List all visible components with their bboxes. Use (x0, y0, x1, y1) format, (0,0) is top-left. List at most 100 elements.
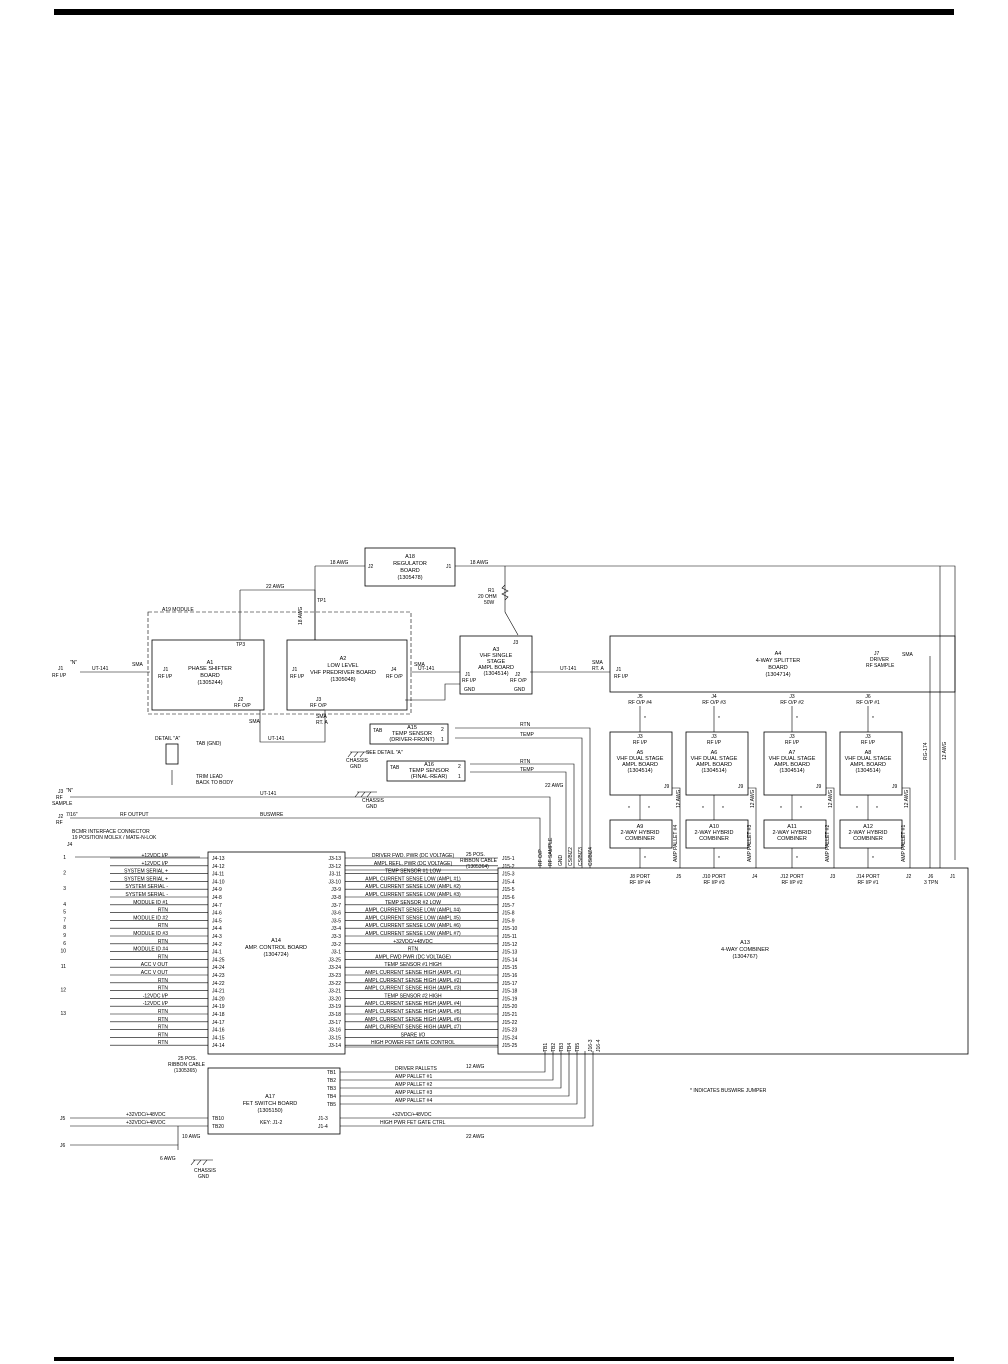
a3-j2sub: RF O/P (510, 678, 527, 684)
bcmr-signal: RTN (158, 1009, 169, 1015)
bcmr-pin-number: 4 (63, 902, 66, 908)
bcmr-pin-number: 13 (60, 1011, 66, 1017)
a14-right-pin: J3-25 (328, 957, 341, 963)
a3-gnd1: GND (464, 687, 476, 693)
hybrid-line1: 2-WAY HYBRID (848, 830, 887, 836)
amp-j9: J9 (892, 784, 898, 790)
j15-pin: J15-8 (502, 911, 515, 917)
j15-pin: J15-23 (502, 1028, 518, 1034)
a2-line1: LOW LEVEL (327, 663, 358, 669)
a14-left-pin: J4-1 (212, 950, 222, 956)
a13-top-connector: CS/BIZ4 (588, 847, 594, 866)
bcmr-signal: RTN (158, 954, 169, 960)
hybrid-line1: 2-WAY HYBRID (772, 830, 811, 836)
a2-line2: VHF PREDRIVER BOARD (310, 670, 376, 676)
a1-j2: J2 (238, 697, 244, 703)
see-detail: SEE DETAIL "A" (366, 750, 403, 756)
hybrid-name: A10 (709, 824, 719, 830)
a3-j3: J3 (513, 640, 519, 646)
a13-top-connector: CS/BIZ2 (568, 847, 574, 866)
a14-left-pin: J4-5 (212, 918, 222, 924)
ctrl-signal: AMPL CURRENT SENSE HIGH (AMPL #1) (365, 970, 462, 976)
j15-pin: J15-2 (502, 864, 515, 870)
a4-pn: (1304714) (765, 672, 790, 678)
input-j1sub: RF I/P (52, 673, 67, 679)
bcmr-signal: MODULE ID #2 (133, 915, 168, 921)
a14-right-pin: J3-23 (328, 973, 341, 979)
cable-sma-e: SMA (592, 660, 604, 666)
input-j1: J1 (58, 666, 64, 672)
combiner-port-sub: RF I/P #3 (703, 880, 724, 886)
a14-left-pin: J4-11 (212, 872, 224, 878)
a2-predriver-box (286, 639, 408, 711)
a14-right-pin: J3-5 (331, 918, 341, 924)
a15-temp: TEMP (520, 732, 535, 738)
a15-name: A15 (407, 725, 417, 731)
ctrl-signal: AMPL CURRENT SENSE LOW (AMPL #4) (365, 908, 461, 914)
ribbon2-pn: (1305364) (466, 864, 489, 870)
a17-pallet: AMP PALLET #4 (395, 1098, 432, 1104)
buswire-note: * INDICATES BUSWIRE JUMPER (690, 1088, 767, 1094)
j15-pin: J15-6 (502, 895, 515, 901)
j15-pin: J15-9 (502, 918, 515, 924)
buswire-star: * (722, 806, 724, 812)
a14-right-pin: J3-11 (329, 872, 341, 878)
left-j2sub1: RF (56, 820, 63, 826)
boxes (147, 547, 969, 1135)
chassis-gnd-3b: GND (198, 1174, 210, 1180)
ribbon1-l2: RIBBON CABLE (168, 1062, 206, 1068)
combiner-port: J8 PORT (630, 874, 650, 880)
bcmr-title1: BCMR INTERFACE CONNECTOR (72, 829, 150, 835)
a14-right-pin: J3-12 (328, 864, 341, 870)
a1-name: A1 (207, 660, 214, 666)
hybrid-name: A12 (863, 824, 873, 830)
j15-pin: J15-5 (502, 887, 515, 893)
bcmr-pin-number: 12 (60, 988, 66, 994)
cable-rta: RT. A (316, 720, 329, 726)
a17-tb: TB5 (327, 1102, 336, 1108)
amp-j3sub: RF I/P (861, 740, 876, 746)
a14-left-pin: J4-14 (212, 1043, 225, 1049)
cable-sma-f: SMA (902, 652, 914, 658)
a16-pin2: 2 (458, 764, 461, 770)
a18-j2: J2 (368, 564, 374, 570)
amp-j9: J9 (816, 784, 822, 790)
amp-line2: AMPL BOARD (850, 762, 886, 768)
buswire-label: BUSWIRE (260, 812, 284, 818)
amp-line1: VHF DUAL STAGE (617, 756, 664, 762)
bcmr-pin-number: 1 (63, 855, 66, 861)
a3-name: A3 (493, 647, 500, 653)
ctrl-signal: AMPL CURRENT SENSE HIGH (AMPL #3) (365, 986, 462, 992)
wire-10awg: 10 AWG (182, 1134, 201, 1140)
combiner-port: J10 PORT (702, 874, 725, 880)
a1-phase-shifter-box (151, 639, 265, 711)
bcmr-signal: RTN (158, 1040, 169, 1046)
detail-tab: TAB (GND) (196, 741, 222, 747)
a14-name: A14 (271, 938, 281, 944)
bcmr-signal: RTN (158, 908, 169, 914)
a4-line2: BOARD (768, 665, 788, 671)
a8-amp-box (839, 731, 903, 796)
ctrl-signal: AMPL CURRENT SENSE LOW (AMPL #6) (365, 923, 461, 929)
bcmr-pin-number: 6 (63, 941, 66, 947)
a3-j1: J1 (465, 672, 471, 678)
ctrl-signal: AMPL CURRENT SENSE HIGH (AMPL #2) (365, 978, 462, 984)
a14-left-pin: J4-3 (212, 934, 222, 940)
chassis-gnd-1a: CHASSIS (346, 758, 369, 764)
a17-tb: TB1 (327, 1070, 336, 1076)
amp-j3sub: RF I/P (707, 740, 722, 746)
left-j3sub1: RF (56, 795, 63, 801)
buswire-star: * (718, 856, 720, 862)
a14-right-pin: J3-14 (328, 1043, 341, 1049)
j15-pin: J15-25 (502, 1043, 518, 1049)
a3-amp-box (459, 635, 533, 695)
bcmr-pin-number: 5 (63, 910, 66, 916)
a18-pn: (1305478) (397, 575, 422, 581)
r1-value: 20 OHM (478, 594, 497, 600)
a15-line1: TEMP SENSOR (392, 731, 432, 737)
a14-line1: AMP. CONTROL BOARD (245, 945, 307, 951)
wires (70, 565, 956, 1150)
a14-left-pin: J4-22 (212, 981, 225, 987)
ctrl-signal: AMPL FWD PWR (DC VOLTAGE) (375, 954, 451, 960)
amp-line2: AMPL BOARD (622, 762, 658, 768)
